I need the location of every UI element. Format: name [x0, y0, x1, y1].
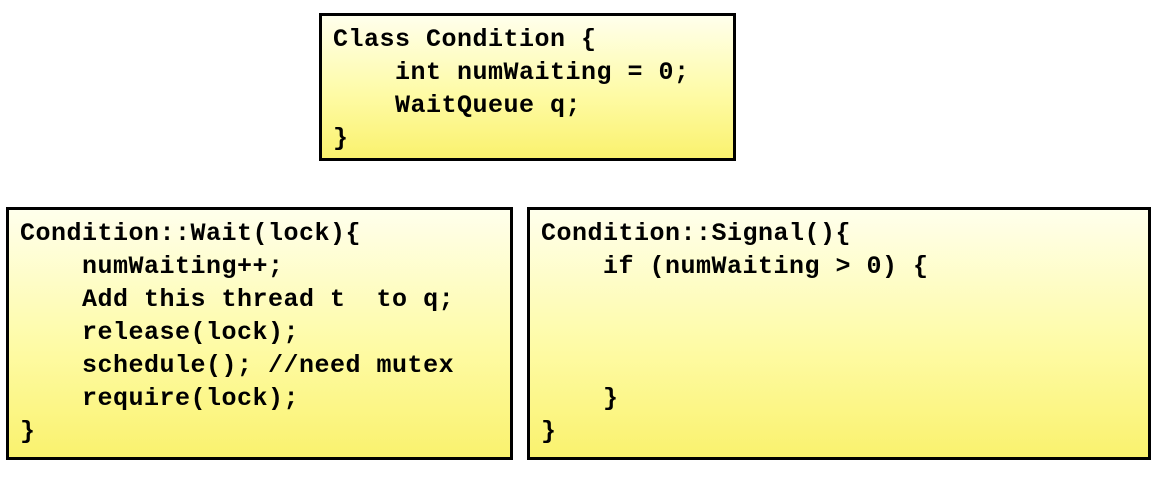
code-line: } — [541, 417, 557, 446]
code-line: Class Condition { — [333, 25, 597, 54]
code-line: WaitQueue q; — [333, 91, 582, 120]
code-line: require(lock); — [20, 384, 300, 413]
code-line: int numWaiting = 0; — [333, 58, 690, 87]
code-line: schedule(); //need mutex — [20, 351, 455, 380]
code-line: } — [333, 124, 349, 153]
code-line — [541, 316, 1138, 349]
code-line: } — [20, 417, 36, 446]
code-line: Add this thread t to q; — [20, 285, 455, 314]
code-line — [541, 349, 1138, 382]
code-line: Condition::Wait(lock){ — [20, 219, 362, 248]
code-line: numWaiting++; — [20, 252, 284, 281]
code-line: } — [541, 384, 619, 413]
code-line: if (numWaiting > 0) { — [541, 252, 929, 281]
code-line — [541, 283, 1138, 316]
code-line: Condition::Signal(){ — [541, 219, 852, 248]
class-condition-box: Class Condition { int numWaiting = 0; Wa… — [319, 13, 736, 161]
code-line: release(lock); — [20, 318, 300, 347]
condition-signal-box: Condition::Signal(){ if (numWaiting > 0)… — [527, 207, 1151, 460]
condition-wait-box: Condition::Wait(lock){ numWaiting++; Add… — [6, 207, 513, 460]
